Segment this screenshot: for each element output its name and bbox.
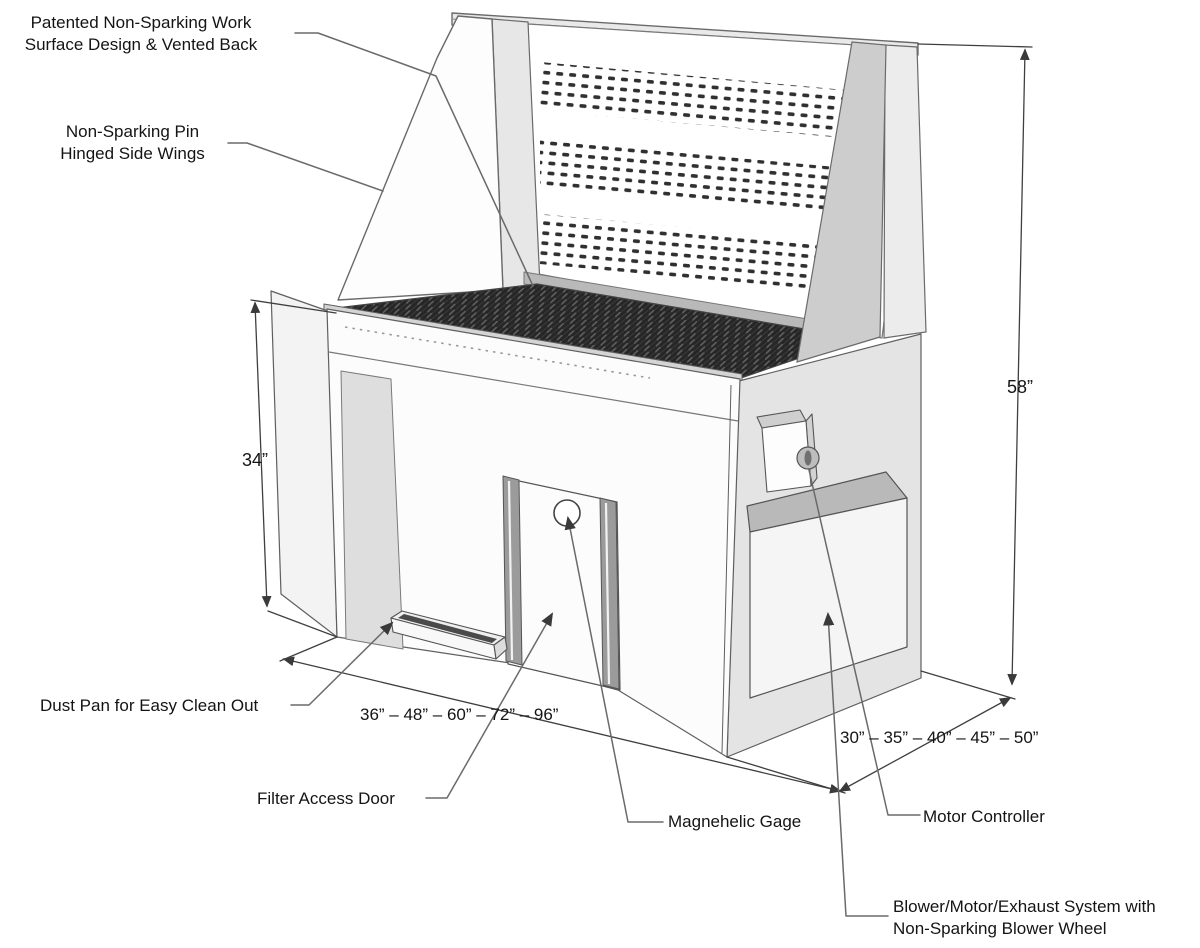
callout-side-wings-line1: Non-Sparking Pin — [65, 122, 200, 141]
dimension-width — [279, 636, 842, 794]
callout-blower: Blower/Motor/Exhaust System with Non-Spa… — [893, 896, 1200, 940]
callout-side-wings-line2: Hinged Side Wings — [60, 144, 205, 163]
leader-dust-pan — [290, 621, 394, 706]
callout-patented: Patented Non-Sparking Work Surface Desig… — [0, 12, 282, 56]
leader-magnehelic — [564, 516, 664, 823]
left-side-wing — [337, 15, 504, 301]
callout-motor-controller: Motor Controller — [923, 807, 1045, 826]
dimension-width-options-label: 36” – 48” – 60” – 72” – 96” — [360, 705, 559, 724]
leader-side-wings — [227, 142, 384, 192]
blower-box-front — [749, 497, 908, 699]
motor-controller-box — [756, 409, 820, 493]
callout-filter-door: Filter Access Door — [257, 789, 395, 808]
leader-patented — [294, 32, 534, 287]
dimension-table-height-label: 34” — [242, 450, 269, 470]
filter-access-door — [502, 475, 621, 691]
callout-magnehelic: Magnehelic Gage — [668, 812, 802, 831]
leader-filter-door — [425, 612, 554, 799]
dimension-overall-height-label: 58” — [1007, 377, 1034, 397]
callout-blower-line1: Blower/Motor/Exhaust System with — [893, 897, 1156, 916]
callout-patented-line1: Patented Non-Sparking Work — [30, 13, 252, 32]
callout-patented-line2: Surface Design & Vented Back — [24, 35, 258, 54]
dimension-lines — [250, 43, 1033, 794]
dimension-34 — [250, 299, 338, 638]
magnehelic-gage-circle — [553, 499, 581, 527]
apron-line — [328, 351, 739, 422]
dimension-58 — [917, 43, 1033, 686]
callout-side-wings: Non-Sparking Pin Hinged Side Wings — [40, 121, 225, 165]
blower-exhaust-box — [746, 471, 908, 699]
right-frame-post — [883, 44, 927, 339]
dimension-depth — [726, 670, 1016, 794]
perforation-band-3 — [540, 214, 820, 290]
callout-dust-pan: Dust Pan for Easy Clean Out — [40, 696, 259, 715]
perforation-band-2 — [540, 140, 836, 214]
leader-blower — [823, 611, 889, 917]
dimension-depth-options-label: 30” – 35” – 40” – 45” – 50” — [840, 728, 1039, 747]
dust-pan-end — [493, 636, 508, 660]
cabinet-left-face — [270, 290, 338, 638]
front-recess-strip — [340, 370, 404, 650]
leader-motor-controller — [808, 469, 921, 816]
perforation-band-1 — [540, 62, 845, 138]
right-side-wing — [796, 41, 887, 363]
dust-pan-slot — [398, 614, 497, 643]
callout-blower-line2: Non-Sparking Blower Wheel — [893, 919, 1107, 938]
leader-lines — [227, 32, 921, 917]
dust-pan — [390, 610, 508, 660]
